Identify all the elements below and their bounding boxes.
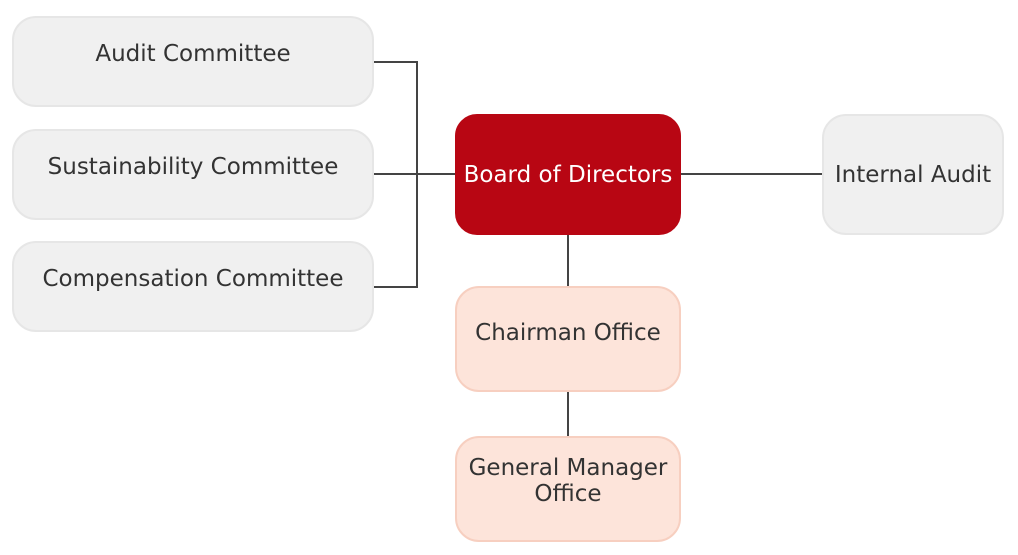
audit-committee-node: Audit Committee bbox=[12, 16, 374, 107]
connector-compensation-committee bbox=[373, 286, 418, 288]
general-manager-office-node: General Manager Office bbox=[455, 436, 681, 542]
board-of-directors-node: Board of Directors bbox=[455, 114, 681, 235]
internal-audit-node: Internal Audit bbox=[822, 114, 1004, 235]
connector-sustainability-committee bbox=[373, 173, 455, 175]
connector-chairman-general-manager bbox=[567, 392, 569, 437]
connector-board-chairman bbox=[567, 234, 569, 287]
audit-committee-label: Audit Committee bbox=[95, 41, 291, 67]
board-of-directors-label: Board of Directors bbox=[463, 161, 673, 188]
chairman-office-node: Chairman Office bbox=[455, 286, 681, 392]
compensation-committee-label: Compensation Committee bbox=[42, 266, 344, 292]
connector-committee-bracket bbox=[416, 61, 418, 288]
sustainability-committee-label: Sustainability Committee bbox=[47, 154, 339, 180]
chairman-office-label: Chairman Office bbox=[475, 320, 661, 346]
sustainability-committee-node: Sustainability Committee bbox=[12, 129, 374, 220]
connector-audit-committee bbox=[373, 61, 418, 63]
compensation-committee-node: Compensation Committee bbox=[12, 241, 374, 332]
general-manager-office-label: General Manager Office bbox=[468, 455, 668, 507]
connector-internal-audit bbox=[680, 173, 823, 175]
internal-audit-label: Internal Audit bbox=[834, 161, 992, 188]
